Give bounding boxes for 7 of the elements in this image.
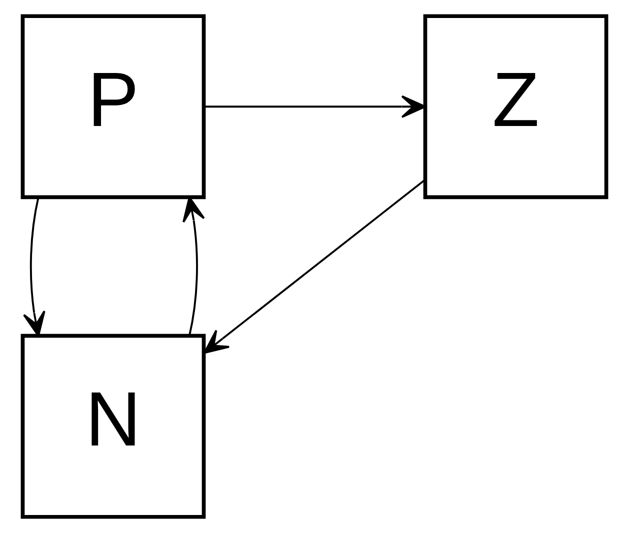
arrow (204, 95, 426, 118)
arrow (182, 196, 204, 336)
node-box: P (20, 14, 206, 200)
arrow (202, 179, 426, 354)
arrow (22, 197, 45, 337)
node-box: Z (422, 14, 608, 200)
node-box: N (20, 334, 206, 519)
